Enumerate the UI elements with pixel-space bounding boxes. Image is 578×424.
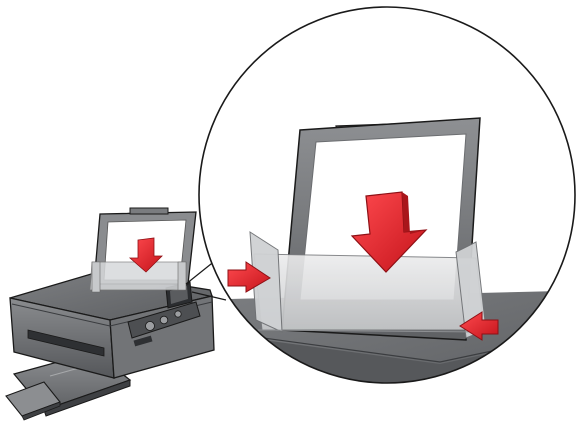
small-rear-paper-tray <box>90 208 196 292</box>
magnified-callout <box>190 7 578 400</box>
printer <box>6 208 214 420</box>
paper-guide-panel <box>254 254 484 330</box>
